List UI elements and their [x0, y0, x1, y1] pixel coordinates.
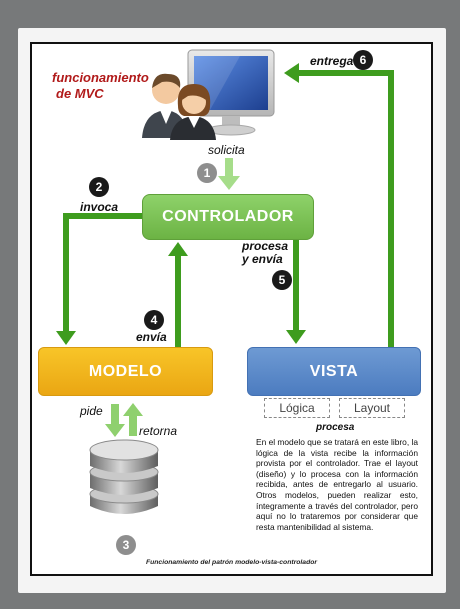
label-solicita: solicita — [208, 143, 245, 157]
arrow-envia — [168, 242, 188, 347]
step-badge-4: 4 — [144, 310, 164, 330]
label-envia: envía — [136, 330, 167, 344]
label-invoca: invoca — [80, 200, 119, 214]
step-badge-1: 1 — [197, 163, 217, 183]
modelo-box: MODELO — [38, 347, 213, 396]
arrow-solicita — [218, 158, 240, 190]
vista-layout-box: Layout — [339, 398, 405, 418]
label-procesa-envia: procesa y envía — [242, 240, 288, 266]
vista-description: En el modelo que se tratará en este libr… — [256, 437, 419, 532]
arrow-procesa-envia — [286, 238, 306, 344]
title-line-2: de MVC — [56, 86, 104, 101]
label-pide: pide — [80, 404, 103, 418]
label-procesa-line-2: y envía — [242, 252, 283, 266]
step-badge-6: 6 — [353, 50, 373, 70]
vista-logica-box: Lógica — [264, 398, 330, 418]
arrow-retorna — [123, 403, 143, 436]
vista-box: VISTA — [247, 347, 421, 396]
title-line-1: funcionamiento — [52, 70, 149, 85]
arrow-invoca — [56, 213, 142, 345]
label-retorna: retorna — [139, 424, 178, 438]
arrow-pide — [105, 404, 125, 437]
step-badge-3: 3 — [116, 535, 136, 555]
database-icon — [89, 439, 159, 514]
label-entrega: entrega — [310, 54, 354, 68]
figure-caption: Funcionamiento del patrón modelo-vista-c… — [145, 559, 318, 566]
diagram-title: funcionamiento de MVC — [52, 70, 149, 102]
label-procesa-line-1: procesa — [242, 239, 289, 253]
step-badge-2: 2 — [89, 177, 109, 197]
users-at-computer-icon — [142, 49, 275, 140]
step-badge-5: 5 — [272, 270, 292, 290]
controlador-box: CONTROLADOR — [142, 194, 314, 240]
label-procesa-heading: procesa — [316, 422, 355, 433]
arrow-entrega — [284, 63, 394, 347]
